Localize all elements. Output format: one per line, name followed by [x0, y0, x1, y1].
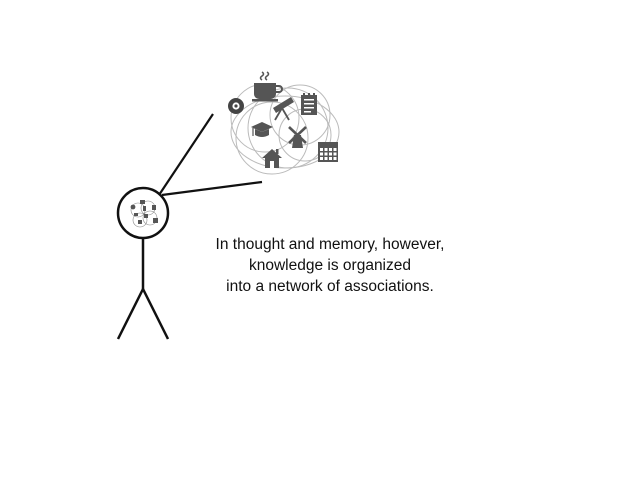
mini-association-network	[130, 200, 158, 228]
caption: In thought and memory, however, knowledg…	[190, 234, 470, 297]
house-icon	[262, 149, 282, 168]
graduation-cap-icon	[251, 122, 273, 137]
telescope-icon	[273, 97, 294, 121]
stick-figure-left-leg	[116, 288, 145, 340]
calendar-icon	[318, 142, 338, 162]
billiard-ball-icon	[228, 98, 244, 114]
stick-figure-right-leg	[141, 288, 170, 340]
thought-beam	[158, 113, 263, 197]
caption-line-2: knowledge is organized	[249, 257, 411, 274]
caption-line-3: into a network of associations.	[226, 278, 434, 295]
thought-beam-upper-line	[158, 113, 214, 196]
notepad-icon	[301, 93, 317, 115]
coffee-cup-icon	[252, 71, 283, 102]
windmill-icon	[288, 126, 307, 148]
thought-beam-lower-line	[161, 180, 263, 197]
caption-line-1: In thought and memory, however,	[215, 236, 445, 253]
